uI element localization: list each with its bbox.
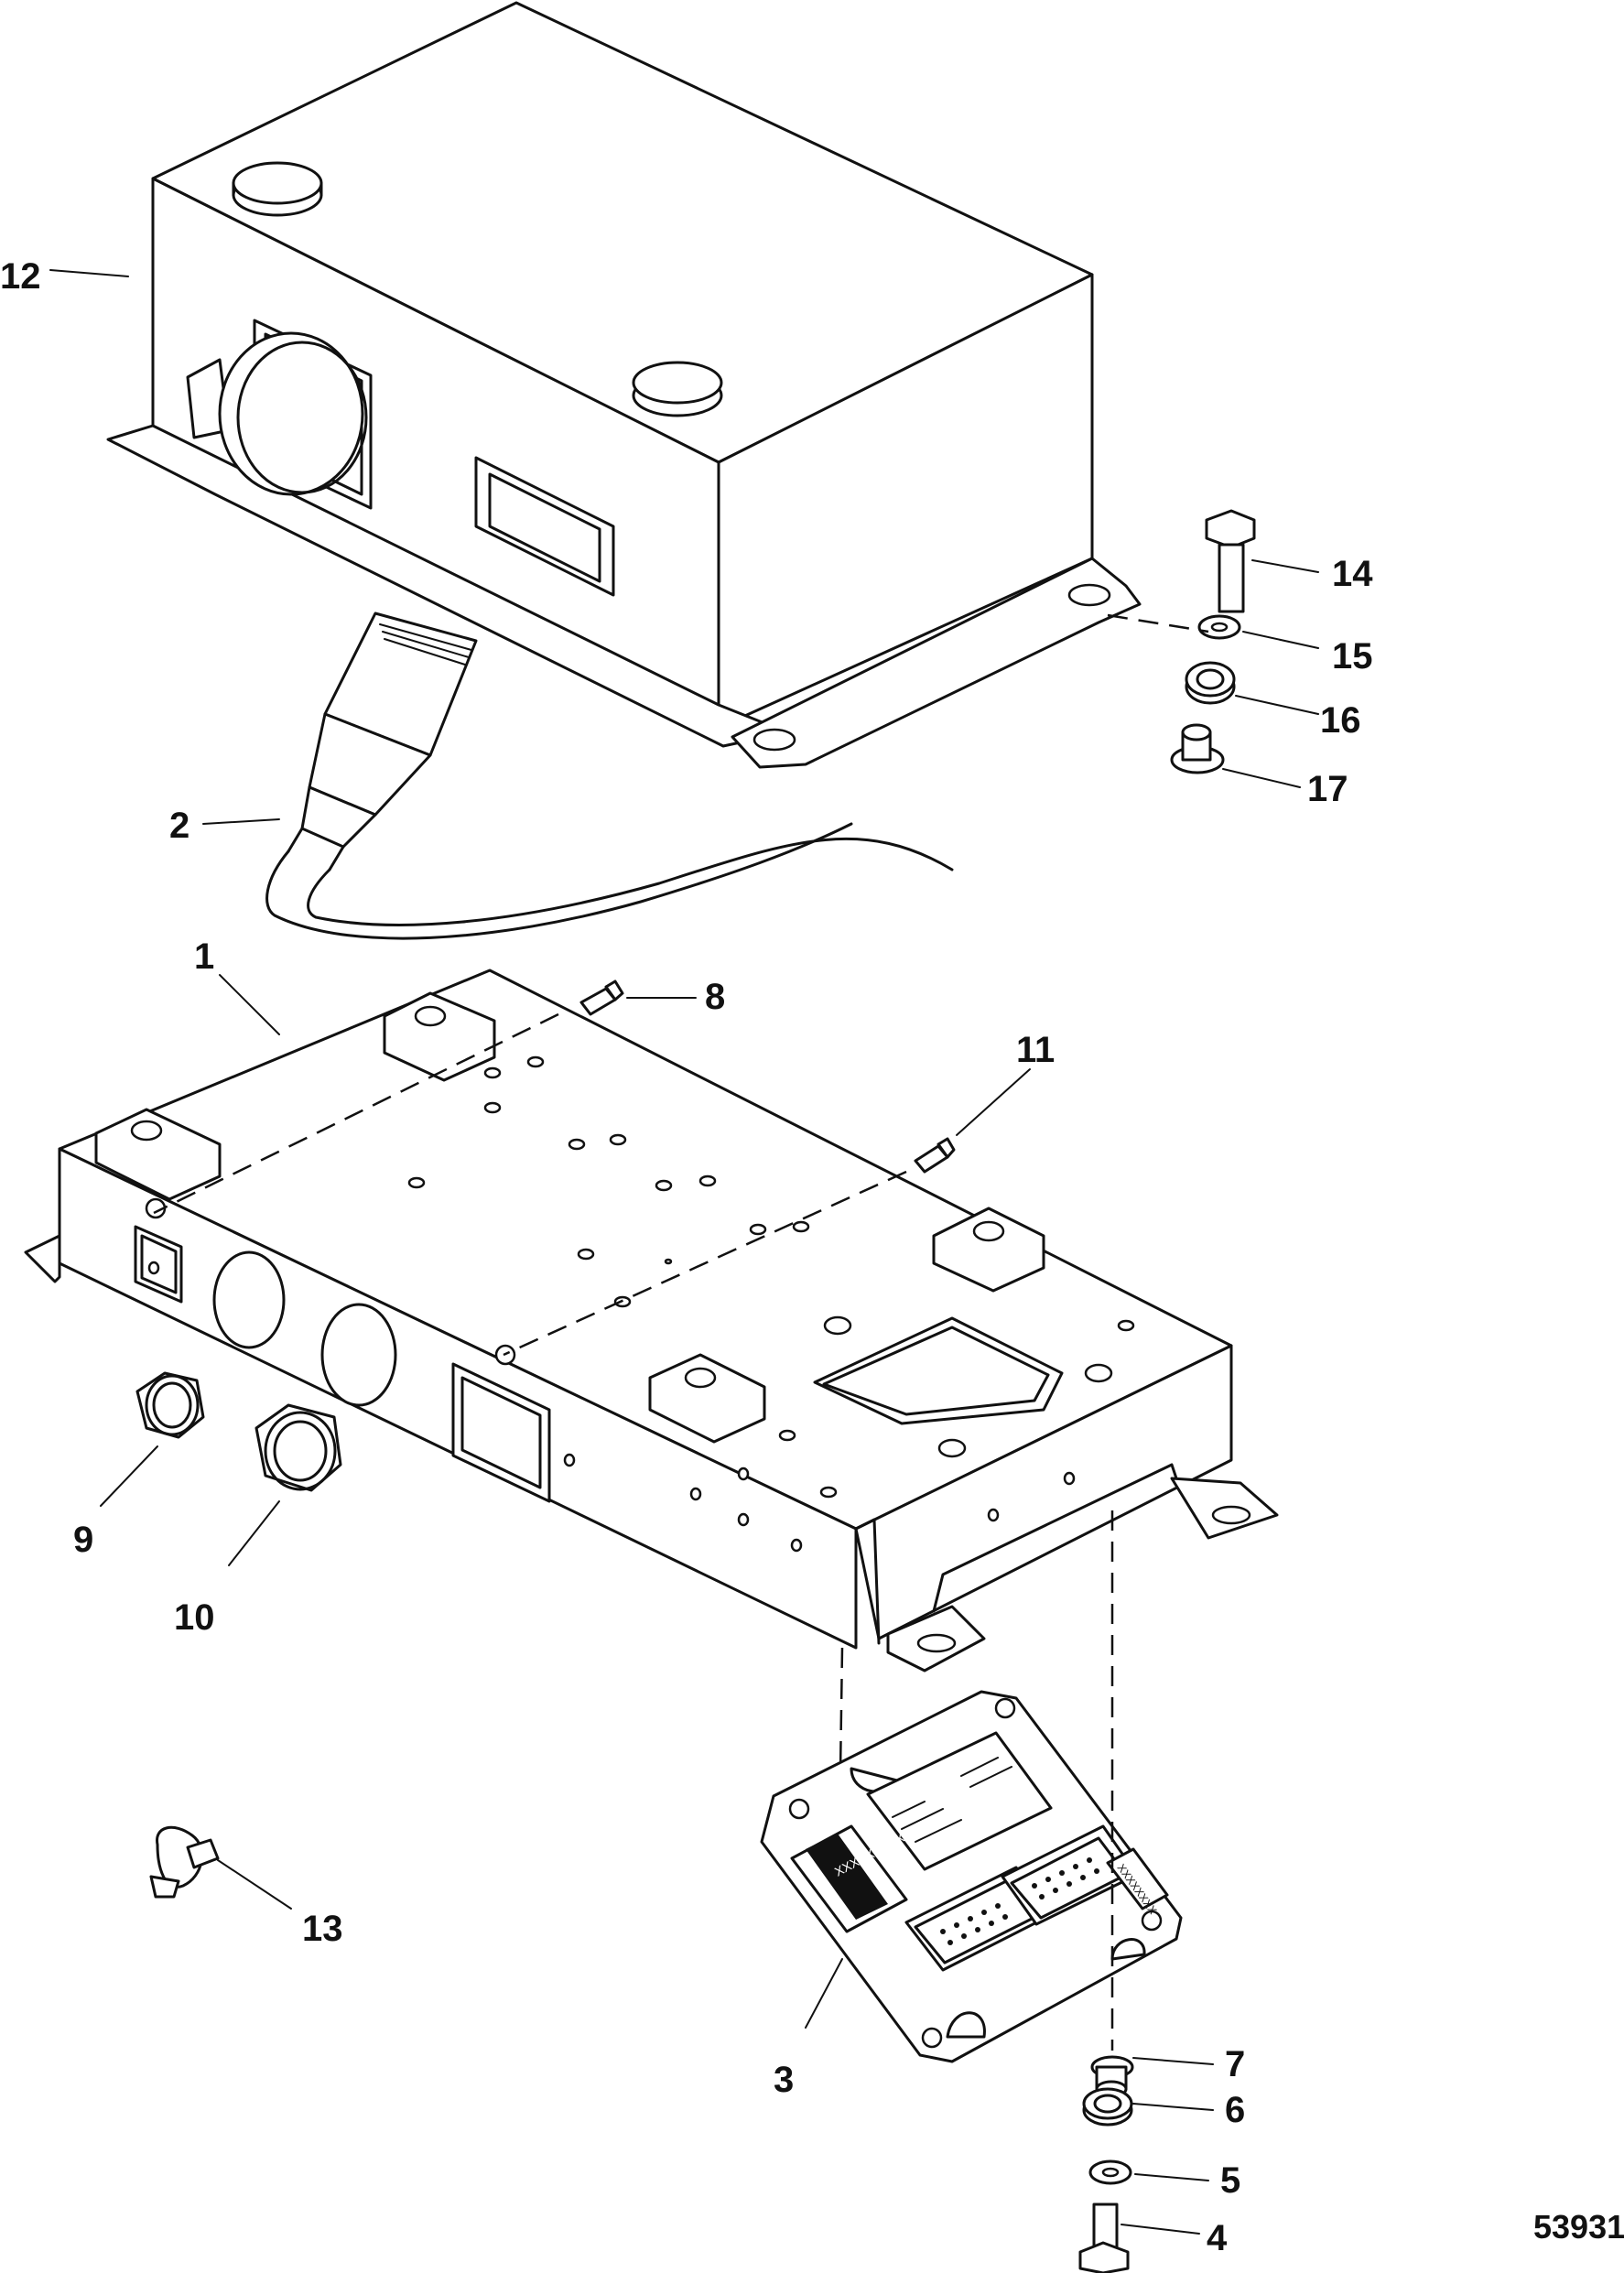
grommet-16 [1185, 661, 1319, 715]
callout-14: 14 [1332, 554, 1373, 594]
callout-6: 6 [1225, 2090, 1245, 2130]
wiring-harness [202, 612, 954, 940]
mounting-plate [24, 969, 1279, 1672]
callout-10: 10 [174, 1597, 215, 1638]
callout-11: 11 [1016, 1030, 1055, 1070]
electrical-box [49, 1, 1142, 769]
cable-clip-13 [149, 1825, 292, 1910]
callout-3: 3 [774, 2060, 794, 2100]
washer-5 [1088, 2159, 1209, 2185]
callout-12: 12 [0, 256, 41, 297]
locknut-10 [228, 1403, 342, 1566]
ecm-module: XXXXXXXXXX XXXXXXXX [760, 1690, 1183, 2063]
callout-1: 1 [194, 936, 214, 977]
screw-11 [914, 1068, 1031, 1174]
callout-9: 9 [73, 1520, 93, 1560]
alignment-lines [153, 1012, 1114, 2051]
bolt-4 [1078, 2203, 1200, 2273]
callout-17: 17 [1307, 769, 1348, 809]
washer-15 [1197, 614, 1319, 649]
plate-holes [407, 1055, 1135, 1499]
callout-16: 16 [1320, 700, 1361, 741]
callout-5: 5 [1220, 2160, 1240, 2201]
callout-2: 2 [169, 806, 189, 846]
callout-8: 8 [705, 977, 725, 1017]
callout-7: 7 [1225, 2044, 1245, 2084]
screw-8 [579, 980, 697, 1016]
locknut-9 [100, 1371, 205, 1507]
callout-4: 4 [1207, 2218, 1228, 2258]
callout-labels: 1 2 3 4 5 6 7 8 9 10 11 12 13 14 15 16 1… [0, 256, 1373, 2258]
bolt-14 [1205, 509, 1319, 613]
connector-pins [940, 1857, 1099, 1945]
spacer-17 [1170, 723, 1301, 788]
callout-13: 13 [302, 1909, 343, 1949]
grommet-6 [1082, 2087, 1214, 2127]
figure-id: 53931 [1533, 2208, 1624, 2246]
callout-15: 15 [1332, 636, 1373, 676]
